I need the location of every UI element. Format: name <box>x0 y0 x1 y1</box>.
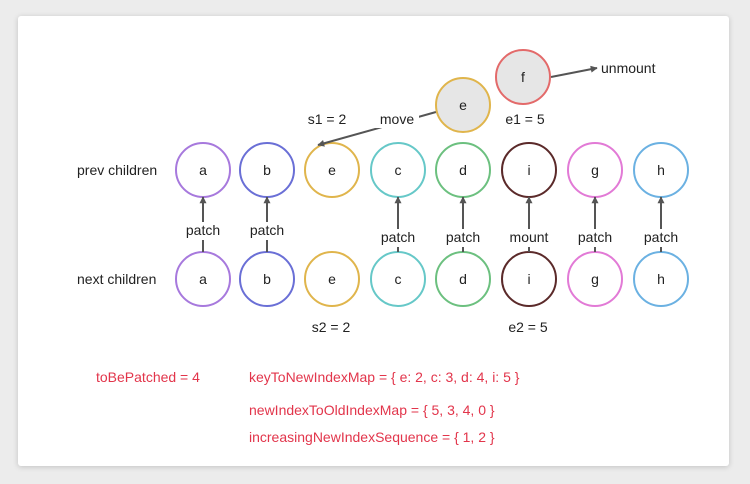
connector-label-bg-4 <box>440 229 486 247</box>
connector-label-5: mount <box>510 229 549 245</box>
next-node-key-c: c <box>395 271 402 287</box>
connector-label-7: patch <box>644 229 678 245</box>
connector-label-6: patch <box>578 229 612 245</box>
s2-marker: s2 = 2 <box>312 319 351 335</box>
prev-node-e <box>304 142 360 198</box>
connector-label-0: patch <box>186 222 220 238</box>
prev-node-key-d: d <box>459 162 467 178</box>
to-be-patched-text: toBePatched = 4 <box>96 369 200 385</box>
prev-node-key-g: g <box>591 162 599 178</box>
move-label: move <box>380 111 414 127</box>
diagram-canvas: prev children next children a b e c d i g h a b e… <box>77 49 689 445</box>
e1-marker: e1 = 5 <box>505 111 545 127</box>
connector-label-bg-3 <box>375 229 421 247</box>
prev-children-label: prev children <box>77 162 157 178</box>
moved-node-e <box>435 77 491 133</box>
next-node-key-i: i <box>527 271 530 287</box>
patch-connectors: patch patch patch patch mount patch patch <box>180 196 684 252</box>
next-children-label: next children <box>77 271 156 287</box>
removed-node-f <box>495 49 551 105</box>
next-node-key-g: g <box>591 271 599 287</box>
prev-node-key-e: e <box>328 162 336 178</box>
next-node-key-a: a <box>199 271 207 287</box>
next-node-e <box>304 251 360 307</box>
connector-label-4: patch <box>446 229 480 245</box>
connector-label-bg-7 <box>638 229 684 247</box>
next-node-key-d: d <box>459 271 467 287</box>
key-to-new-index-map-text: keyToNewIndexMap = { e: 2, c: 3, d: 4, i… <box>249 369 520 385</box>
next-node-key-h: h <box>657 271 665 287</box>
next-node-key-e: e <box>328 271 336 287</box>
connector-label-bg-5 <box>506 229 552 247</box>
removed-node-key: f <box>521 69 525 85</box>
connector-label-bg-0 <box>180 222 226 240</box>
increasing-new-index-sequence-text: increasingNewIndexSequence = { 1, 2 } <box>249 429 495 445</box>
diagram-card: prev children next children a b e c d i g h a b e… <box>18 16 729 466</box>
move-label-bg <box>375 111 419 128</box>
connector-label-3: patch <box>381 229 415 245</box>
connector-label-1: patch <box>250 222 284 238</box>
moved-node-key: e <box>459 97 467 113</box>
s1-marker: s1 = 2 <box>308 111 347 127</box>
unmount-label: unmount <box>601 60 656 76</box>
connector-label-bg-6 <box>572 229 618 247</box>
prev-node-key-a: a <box>199 162 207 178</box>
next-node-key-b: b <box>263 271 271 287</box>
prev-node-key-b: b <box>263 162 271 178</box>
prev-node-key-c: c <box>395 162 402 178</box>
e2-marker: e2 = 5 <box>508 319 548 335</box>
prev-node-key-h: h <box>657 162 665 178</box>
new-index-to-old-index-map-text: newIndexToOldIndexMap = { 5, 3, 4, 0 } <box>249 402 495 418</box>
connector-label-bg-1 <box>244 222 290 240</box>
unmount-arrow <box>550 65 598 78</box>
prev-node-key-i: i <box>527 162 530 178</box>
